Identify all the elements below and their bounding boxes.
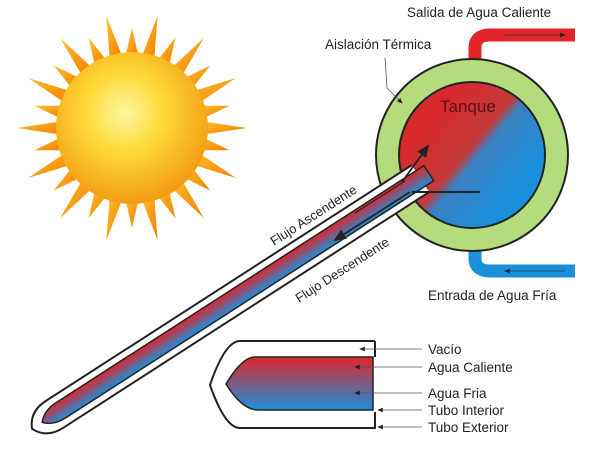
sun-ray xyxy=(34,137,64,151)
sun-ray xyxy=(125,28,139,57)
sun-ray xyxy=(17,121,61,135)
sun-ray xyxy=(193,153,236,178)
tube-cross-section xyxy=(208,340,376,429)
sun-ray xyxy=(28,153,71,178)
sun-ray xyxy=(34,105,64,119)
sun-ray xyxy=(106,15,123,60)
insulation-leader xyxy=(384,57,403,104)
sun-ray xyxy=(203,121,247,135)
sun-ray xyxy=(28,78,71,103)
cold-inlet-pipe xyxy=(468,220,575,278)
down-flow-arrow xyxy=(333,191,411,241)
sun-icon xyxy=(17,15,247,241)
sun-ray xyxy=(141,15,158,60)
sun-ray xyxy=(200,137,230,151)
sun-ray xyxy=(171,38,204,76)
vacuum-label: Vacío xyxy=(428,342,462,357)
cold-inlet-label: Entrada de Agua Fría xyxy=(428,288,557,303)
sun-ray xyxy=(193,78,236,103)
insulation-label: Aislación Térmica xyxy=(325,37,432,52)
outer-tube-label: Tubo Exterior xyxy=(428,420,509,435)
sun-ray xyxy=(106,196,123,241)
sun-ray xyxy=(60,180,93,218)
hot-outlet-label: Salida de Agua Caliente xyxy=(407,5,551,20)
hot-outlet-pipe xyxy=(468,28,575,90)
cross-section-leaders xyxy=(354,346,422,430)
sun-ray xyxy=(200,105,230,119)
sun-ray xyxy=(125,199,139,228)
inner-tube-label: Tubo Interior xyxy=(428,403,505,418)
hot-water-label: Agua Caliente xyxy=(428,360,513,375)
up-flow-arrow xyxy=(354,180,406,214)
cold-water-label: Agua Fria xyxy=(428,386,487,401)
sun-ray xyxy=(60,38,93,76)
sun-disc xyxy=(56,52,208,204)
sun-ray xyxy=(171,180,204,218)
sun-ray xyxy=(141,196,158,241)
tank-label: Tanque xyxy=(440,97,496,116)
up-flow-arrow-tank xyxy=(401,144,430,183)
